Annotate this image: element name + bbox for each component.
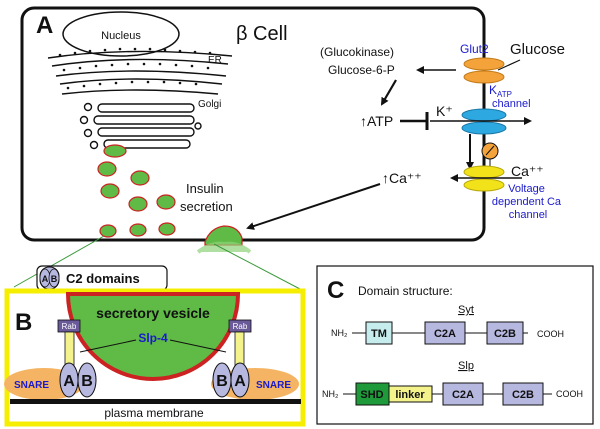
golgi-label: Golgi <box>198 99 221 110</box>
slp4-shd-right <box>234 331 245 367</box>
k-plus-label: K⁺ <box>436 103 453 119</box>
ca-in-label: ↑Ca⁺⁺ <box>382 170 422 186</box>
svg-text:SNARE: SNARE <box>256 380 291 391</box>
vesicle-label: secretory vesicle <box>96 305 210 321</box>
slp4-shd-left <box>64 331 75 367</box>
er-label: ER <box>208 55 222 66</box>
slp-c2b-domain <box>502 382 544 406</box>
panel-b: B secretory vesicle Slp-4 Rab SNARE A B … <box>4 288 306 427</box>
glucose-6-p-label: Glucose-6-P <box>328 63 395 77</box>
insulin-granules <box>97 144 176 238</box>
c2b-left <box>77 362 97 398</box>
slp4-pointer-right <box>169 339 227 353</box>
slp4-left-complex: Rab SNARE A B <box>4 319 97 400</box>
g6p-to-atp-arrow <box>380 79 397 106</box>
katp-channel-label: channel <box>492 98 531 110</box>
svg-text:C2B: C2B <box>512 389 534 401</box>
panel-c-letter: C <box>327 277 344 304</box>
slp4-right-complex: Rab SNARE B A <box>211 319 299 400</box>
svg-text:SHD: SHD <box>360 389 383 401</box>
panel-c: C Domain structure: Syt NH₂ TM C2A C2B C… <box>316 265 594 425</box>
legend-domain-b: B <box>51 274 58 284</box>
slp-linker <box>388 385 433 403</box>
vdcc-channel-bottom <box>463 178 505 192</box>
atp-label: ↑ATP <box>360 113 393 129</box>
svg-text:TM: TM <box>371 328 387 340</box>
svg-text:Rab: Rab <box>62 322 77 331</box>
glucokinase-label: (Glucokinase) <box>320 45 394 59</box>
syt-name: Syt <box>458 304 474 316</box>
panel-a-letter: A <box>36 12 53 39</box>
golgi-apparatus <box>79 102 202 150</box>
insulin-secretion-label: Insulin secretion <box>180 181 233 214</box>
zoom-line-left <box>13 235 105 288</box>
nucleus <box>62 11 180 57</box>
legend-label: C2 domains <box>66 271 140 286</box>
slp4-pointer-left <box>79 339 137 353</box>
panel-a: A β Cell Nucleus ER Golgi <box>20 6 565 254</box>
nucleus-label: Nucleus <box>101 30 141 42</box>
slp-nh2: NH₂ <box>322 389 339 399</box>
slp4-label: Slp-4 <box>138 331 168 345</box>
glucose-label: Glucose <box>510 41 565 58</box>
svg-text:linker: linker <box>395 389 425 401</box>
svg-text:C2A: C2A <box>452 389 474 401</box>
slp-c2a-domain <box>442 382 484 406</box>
svg-text:C2A: C2A <box>434 328 456 340</box>
syt-c2b-domain <box>486 321 524 345</box>
svg-text:B: B <box>216 373 228 390</box>
released-insulin <box>196 241 252 254</box>
svg-text:Rab: Rab <box>233 322 248 331</box>
panel-c-title: Domain structure: <box>358 284 453 298</box>
exocytosing-granule <box>204 225 243 246</box>
legend-domain-a: A <box>42 274 49 284</box>
glut2-transporter-top <box>463 57 505 71</box>
vdcc-channel-top <box>463 165 505 179</box>
syt-c2a-domain <box>424 321 466 345</box>
plasma-membrane <box>10 399 301 404</box>
svg-text:A: A <box>234 373 246 390</box>
glut2-transporter-bottom <box>463 70 505 84</box>
glucose-arrow <box>497 59 521 71</box>
svg-text:A: A <box>63 373 75 390</box>
er-ribosomes <box>58 47 212 90</box>
glut2-label: Glut2 <box>460 42 489 56</box>
katp-channel-bottom <box>461 121 507 135</box>
zoom-line-right <box>213 243 301 290</box>
panel-b-letter: B <box>15 309 32 336</box>
c2-domain-legend: A B C2 domains <box>36 265 168 291</box>
syt-cooh: COOH <box>537 329 564 339</box>
svg-text:C2B: C2B <box>494 328 516 340</box>
c2a-right <box>230 362 250 398</box>
ca-out-label: Ca⁺⁺ <box>511 163 544 179</box>
membrane-label: plasma membrane <box>104 406 204 420</box>
syt-nh2: NH₂ <box>331 328 348 338</box>
cell-title: β Cell <box>236 23 288 45</box>
svg-text:SNARE: SNARE <box>14 380 49 391</box>
slp-name: Slp <box>458 360 474 372</box>
secretion-arrow <box>246 183 381 230</box>
katp-channel-top <box>461 108 507 122</box>
svg-text:B: B <box>81 373 93 390</box>
syt-tm-domain <box>365 321 393 345</box>
katp-label: KATP <box>489 83 512 99</box>
endoplasmic-reticulum <box>47 50 233 95</box>
slp-cooh: COOH <box>556 389 583 399</box>
vdcc-label: Voltage dependent Ca channel <box>492 183 564 221</box>
